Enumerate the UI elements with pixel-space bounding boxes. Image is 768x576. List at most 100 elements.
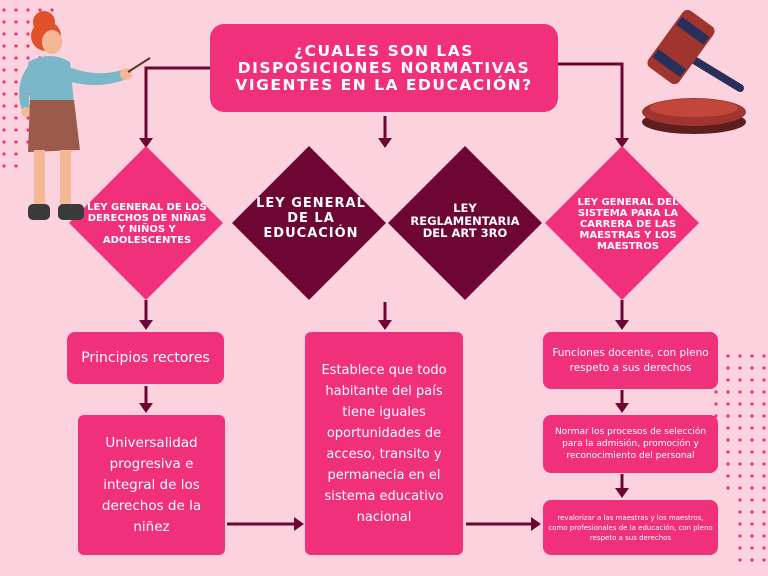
dot bbox=[26, 32, 30, 36]
box-revalorizar: revalorizar a las maestras y los maestro… bbox=[543, 500, 718, 555]
dot bbox=[714, 402, 718, 406]
dot bbox=[726, 414, 730, 418]
dot bbox=[762, 366, 766, 370]
dot bbox=[750, 402, 754, 406]
dot bbox=[762, 402, 766, 406]
dot bbox=[762, 354, 766, 358]
arrowhead bbox=[615, 320, 629, 330]
dot bbox=[738, 354, 742, 358]
dots-right bbox=[714, 354, 766, 562]
arrowhead bbox=[615, 488, 629, 498]
diamond-label-ley-educacion: LEY GENERAL DE LA EDUCACIÓN bbox=[256, 195, 366, 241]
dot bbox=[750, 438, 754, 442]
dot bbox=[750, 522, 754, 526]
dot bbox=[26, 128, 30, 132]
dot bbox=[2, 116, 6, 120]
dot bbox=[2, 32, 6, 36]
dot bbox=[14, 56, 18, 60]
dot bbox=[738, 522, 742, 526]
dot bbox=[726, 378, 730, 382]
dot bbox=[750, 450, 754, 454]
arrowhead bbox=[615, 138, 629, 148]
dot bbox=[738, 426, 742, 430]
dot bbox=[750, 498, 754, 502]
dot bbox=[762, 390, 766, 394]
dot bbox=[726, 366, 730, 370]
dot bbox=[726, 390, 730, 394]
dot bbox=[750, 486, 754, 490]
diamond-label-carrera-maestros: LEY GENERAL DEL SISTEMA PARA LA CARRERA … bbox=[577, 196, 679, 252]
dot bbox=[726, 450, 730, 454]
dot bbox=[762, 462, 766, 466]
dot bbox=[2, 104, 6, 108]
dot bbox=[14, 80, 18, 84]
dot bbox=[2, 164, 6, 168]
arrowhead bbox=[531, 517, 541, 531]
dot bbox=[762, 426, 766, 430]
box-funciones: Funciones docente, con pleno respeto a s… bbox=[543, 332, 718, 389]
gavel-icon bbox=[642, 9, 746, 134]
dot bbox=[26, 44, 30, 48]
dot bbox=[726, 426, 730, 430]
dot bbox=[762, 498, 766, 502]
dot bbox=[762, 414, 766, 418]
dot bbox=[14, 44, 18, 48]
dot bbox=[750, 534, 754, 538]
dot bbox=[738, 498, 742, 502]
dot bbox=[38, 8, 42, 12]
dot bbox=[726, 402, 730, 406]
diamond-derechos-ninos bbox=[69, 146, 223, 300]
box-establece: Establece que todo habitante del país ti… bbox=[305, 332, 463, 555]
dot bbox=[738, 402, 742, 406]
dot bbox=[738, 450, 742, 454]
dot bbox=[738, 378, 742, 382]
arrowhead bbox=[139, 403, 153, 413]
dot bbox=[762, 510, 766, 514]
dot bbox=[14, 68, 18, 72]
dot bbox=[50, 8, 54, 12]
dot bbox=[14, 152, 18, 156]
dot bbox=[750, 462, 754, 466]
dot bbox=[738, 510, 742, 514]
dot bbox=[750, 414, 754, 418]
dot bbox=[738, 486, 742, 490]
dot bbox=[750, 510, 754, 514]
dot bbox=[2, 128, 6, 132]
dot bbox=[750, 378, 754, 382]
dot bbox=[2, 8, 6, 12]
diamond-carrera-maestros bbox=[545, 146, 699, 300]
arrowhead bbox=[294, 517, 304, 531]
dot bbox=[14, 32, 18, 36]
arrowhead bbox=[139, 320, 153, 330]
dot bbox=[750, 474, 754, 478]
dot bbox=[738, 558, 742, 562]
dot bbox=[14, 92, 18, 96]
diamond-label-ley-reglamentaria: LEY REGLAMENTARIA DEL ART 3RO bbox=[410, 201, 520, 241]
dot bbox=[738, 390, 742, 394]
teacher-icon bbox=[19, 11, 151, 220]
dot bbox=[2, 68, 6, 72]
box-normar: Normar los procesos de selección para la… bbox=[543, 415, 718, 473]
dot bbox=[2, 20, 6, 24]
dot bbox=[26, 56, 30, 60]
connector-title-right bbox=[558, 62, 624, 140]
dot bbox=[726, 486, 730, 490]
dot bbox=[762, 474, 766, 478]
arrowhead bbox=[139, 138, 153, 148]
dot bbox=[2, 92, 6, 96]
dot bbox=[750, 354, 754, 358]
dot bbox=[14, 128, 18, 132]
dot bbox=[726, 462, 730, 466]
dot bbox=[762, 522, 766, 526]
dot bbox=[2, 56, 6, 60]
main-question: ¿CUALES SON LAS DISPOSICIONES NORMATIVAS… bbox=[210, 24, 558, 112]
dot bbox=[762, 450, 766, 454]
arrowhead bbox=[615, 403, 629, 413]
dot bbox=[738, 474, 742, 478]
dot bbox=[738, 462, 742, 466]
dot bbox=[714, 390, 718, 394]
dot bbox=[762, 438, 766, 442]
